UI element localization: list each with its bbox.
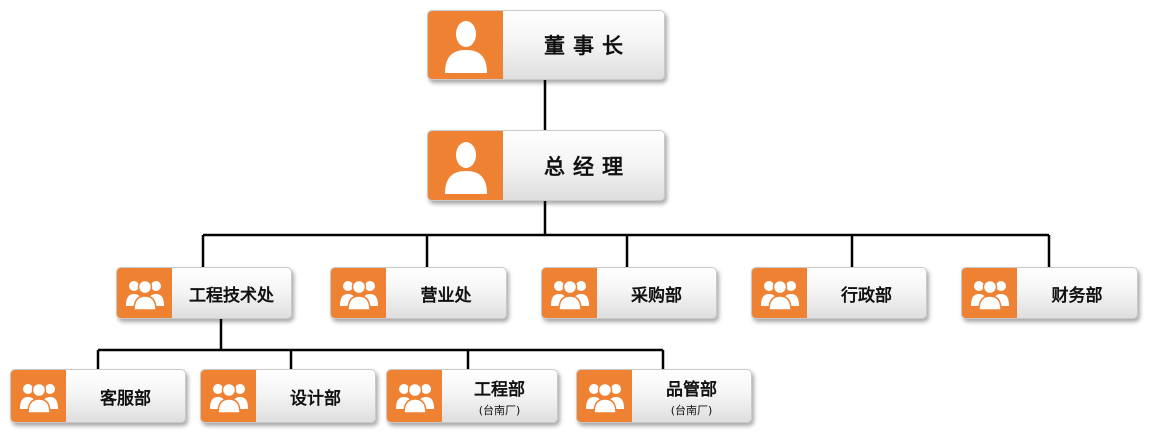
group-icon: [125, 279, 164, 310]
icon-box: [387, 370, 442, 422]
node-label: 营业处: [420, 285, 472, 306]
group-icon: [209, 382, 248, 413]
icon-box: [201, 370, 256, 422]
icon-box: [331, 268, 386, 318]
node-sublabel: (台南厂): [670, 403, 713, 417]
node-label: 总经理: [544, 154, 631, 179]
node-admin: 行政部: [751, 267, 927, 319]
group-icon: [19, 382, 58, 413]
icon-box: [428, 11, 503, 79]
icon-box: [428, 131, 503, 200]
person-icon: [444, 141, 487, 194]
node-label: 客服部: [100, 388, 151, 409]
node-label: 工程部: [474, 379, 525, 400]
node-label: 采购部: [631, 285, 682, 306]
icon-box: [962, 268, 1017, 318]
icon-box: [11, 370, 66, 422]
group-icon: [550, 279, 589, 310]
node-label: 董事长: [544, 34, 631, 58]
node-label: 工程技术处: [189, 285, 274, 306]
group-icon: [970, 279, 1009, 310]
node-label: 品管部: [666, 379, 717, 400]
node-general-manager: 总经理: [427, 130, 665, 201]
node-engineering: 工程技术处: [116, 267, 292, 319]
group-icon: [760, 279, 799, 310]
node-label: 财务部: [1051, 285, 1103, 306]
node-customer-service: 客服部: [10, 369, 186, 423]
icon-box: [577, 370, 632, 422]
node-label: 设计部: [290, 388, 341, 409]
node-design: 设计部: [200, 369, 376, 423]
group-icon: [339, 279, 378, 310]
group-icon: [585, 382, 624, 413]
node-label: 行政部: [841, 285, 892, 306]
node-chairman: 董事长: [427, 10, 665, 80]
icon-box: [752, 268, 807, 318]
icon-box: [542, 268, 597, 318]
icon-box: [117, 268, 172, 318]
node-sales: 营业处: [330, 267, 507, 319]
node-sublabel: (台南厂): [478, 403, 521, 417]
node-finance: 财务部: [961, 267, 1138, 319]
person-icon: [444, 21, 487, 73]
node-quality: 品管部 (台南厂): [576, 369, 752, 423]
node-purchasing: 采购部: [541, 267, 717, 319]
node-engineering-dept: 工程部 (台南厂): [386, 369, 558, 423]
group-icon: [395, 382, 434, 413]
